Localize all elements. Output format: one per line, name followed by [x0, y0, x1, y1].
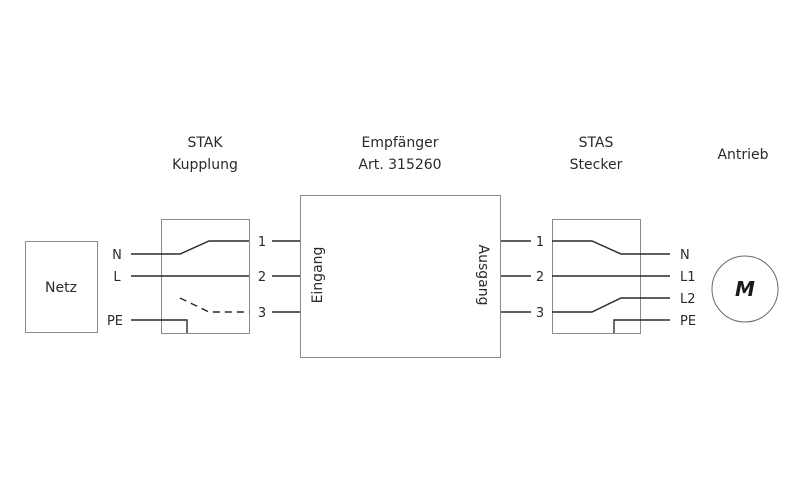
- stas-subtitle: Stecker: [570, 157, 623, 173]
- stas-title: STAS: [579, 135, 614, 151]
- stas-output-l1: L1: [680, 270, 696, 285]
- netz-label: Netz: [45, 280, 77, 296]
- stas-wire-l2: [552, 297, 670, 313]
- stak-wire-n: [131, 240, 249, 255]
- stak-title: STAK: [187, 135, 223, 151]
- stas-terminal-2: 2: [536, 270, 544, 285]
- netz-block: Netz: [25, 241, 98, 333]
- stak-terminal-1: 1: [258, 235, 266, 250]
- stak-input-l: L: [113, 270, 121, 285]
- stas-wire-n: [552, 240, 670, 255]
- stak-wire-pe: [131, 319, 188, 333]
- drive-title: Antrieb: [717, 147, 768, 163]
- receiver-article: Art. 315260: [358, 157, 441, 173]
- stas-output-n: N: [680, 248, 690, 263]
- stak-input-pe: PE: [107, 314, 123, 329]
- receiver-title: Empfänger: [361, 135, 438, 151]
- stas-output-l2: L2: [680, 292, 696, 307]
- stak-wiring: [131, 240, 249, 333]
- stas-wire-pe: [613, 319, 670, 333]
- stas-terminal-1: 1: [536, 235, 544, 250]
- stas-terminal-3: 3: [536, 306, 544, 321]
- stas-output-pe: PE: [680, 314, 696, 329]
- receiver-input-label: Eingang: [310, 247, 326, 304]
- stak-input-n: N: [112, 248, 122, 263]
- stak-subtitle: Kupplung: [172, 157, 238, 173]
- netz-box: [25, 241, 98, 333]
- motor-label: M: [735, 277, 755, 301]
- motor: M: [711, 255, 779, 323]
- stas-wiring: [552, 240, 670, 333]
- motor-circle: [711, 255, 779, 323]
- stak-terminal-3: 3: [258, 306, 266, 321]
- receiver-output-label: Ausgang: [475, 245, 491, 306]
- receiver-box: [300, 195, 501, 358]
- stak-terminal-2: 2: [258, 270, 266, 285]
